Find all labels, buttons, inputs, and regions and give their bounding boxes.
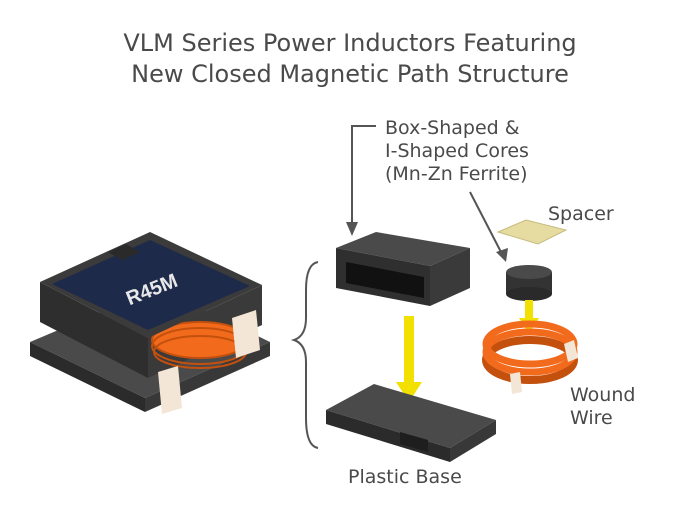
cores-label-line-3: (Mn-Zn Ferrite) xyxy=(385,163,528,185)
grouping-bracket xyxy=(290,261,319,449)
spacer-label: Spacer xyxy=(548,203,614,225)
spacer xyxy=(496,219,568,245)
title-line-1: VLM Series Power Inductors Featuring xyxy=(123,29,577,57)
cores-label: Box-Shaped & I-Shaped Cores (Mn-Zn Ferri… xyxy=(385,117,529,186)
plastic-base xyxy=(326,384,496,462)
box-shaped-core xyxy=(336,232,470,306)
wound-wire-label-line-1: Wound xyxy=(570,384,636,406)
i-core-pointer-line xyxy=(469,191,503,255)
cores-label-line-1: Box-Shaped & xyxy=(385,117,520,139)
wound-wire-label-line-2: Wire xyxy=(570,407,613,429)
wound-wire-label: Wound Wire xyxy=(570,384,635,430)
assembled-inductor: R45M xyxy=(30,232,270,414)
cores-pointer-line xyxy=(351,125,376,228)
plastic-base-label: Plastic Base xyxy=(348,466,462,488)
wound-wire-coil xyxy=(482,320,578,394)
cores-label-line-2: I-Shaped Cores xyxy=(385,140,529,162)
arrow-core-to-base xyxy=(396,316,422,402)
i-shaped-core xyxy=(506,265,552,301)
diagram-title: VLM Series Power Inductors Featuring New… xyxy=(0,28,700,90)
title-line-2: New Closed Magnetic Path Structure xyxy=(131,60,569,88)
